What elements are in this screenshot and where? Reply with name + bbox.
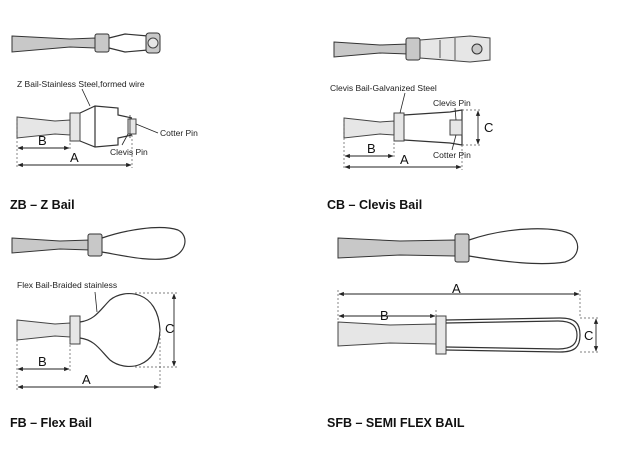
sfb-drawing xyxy=(337,290,600,355)
fb-dim-a: A xyxy=(82,372,91,387)
sfb-caption: SFB – SEMI FLEX BAIL xyxy=(327,416,465,430)
zb-dim-b: B xyxy=(38,133,47,148)
zb-dim-a: A xyxy=(70,150,79,165)
cb-dim-b: B xyxy=(367,141,376,156)
zb-caption: ZB – Z Bail xyxy=(10,198,75,212)
cb-clevis-pin-label: Clevis Pin xyxy=(433,98,471,108)
fb-caption: FB – Flex Bail xyxy=(10,416,92,430)
zb-bail-label: Z Bail-Stainless Steel,formed wire xyxy=(17,79,145,89)
fb-dim-c: C xyxy=(165,321,174,336)
sfb-dim-c: C xyxy=(584,328,593,343)
cb-cotter-pin-label: Cotter Pin xyxy=(433,150,471,160)
fb-photo xyxy=(11,227,186,260)
cb-dim-a: A xyxy=(400,152,409,167)
cb-dim-c: C xyxy=(484,120,493,135)
fb-bail-label: Flex Bail-Braided stainless xyxy=(17,280,117,290)
sfb-dim-a: A xyxy=(452,281,461,296)
fb-dim-b: B xyxy=(38,354,47,369)
sfb-dim-b: B xyxy=(380,308,389,323)
fb-drawing xyxy=(16,291,178,390)
zb-clevis-pin-label: Clevis Pin xyxy=(110,147,148,157)
cb-drawing xyxy=(343,92,482,170)
zb-drawing xyxy=(16,88,159,168)
cb-bail-label: Clevis Bail-Galvanized Steel xyxy=(330,83,437,93)
sfb-photo xyxy=(337,228,579,265)
cb-caption: CB – Clevis Bail xyxy=(327,198,423,212)
zb-photo xyxy=(11,32,161,54)
cb-photo xyxy=(333,35,491,63)
zb-cotter-pin-label: Cotter Pin xyxy=(160,128,198,138)
